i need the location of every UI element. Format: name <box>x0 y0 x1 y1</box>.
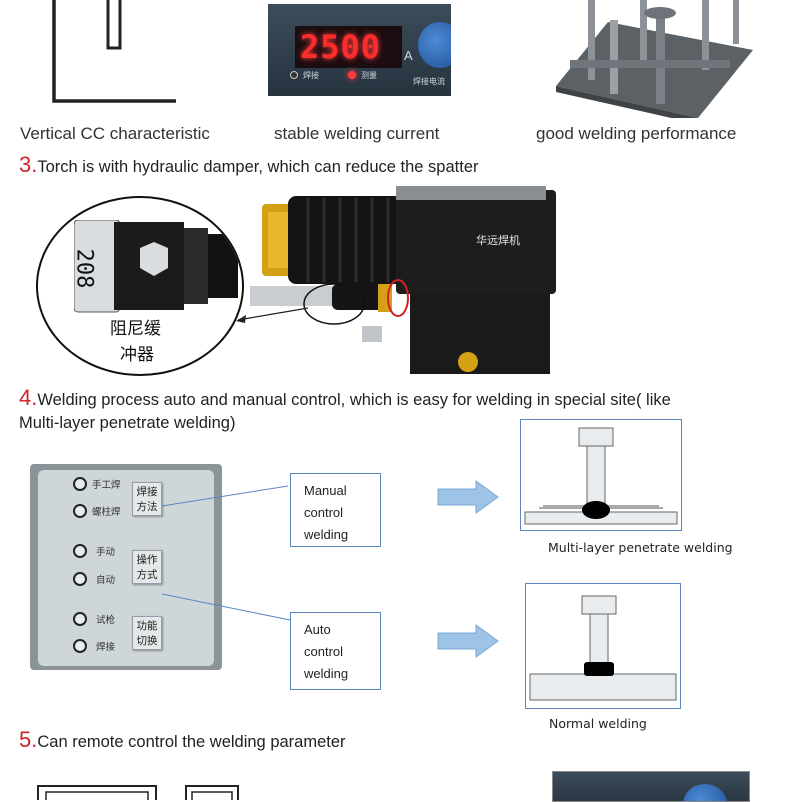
button-label: 操作 <box>136 554 158 566</box>
arrow-right-icon <box>437 480 499 514</box>
multi-layer-weld-diagram <box>520 419 682 531</box>
manual-box-line: welding <box>304 527 349 542</box>
section-5-heading: 5.Can remote control the welding paramet… <box>19 728 346 754</box>
led-stud-weld[interactable] <box>73 504 87 518</box>
manual-box-line: control <box>304 505 344 520</box>
led-auto[interactable] <box>73 572 87 586</box>
led-label: 焊接 <box>96 642 116 653</box>
section-3-number: 3. <box>19 152 38 177</box>
button-label: 功能 <box>136 620 158 632</box>
current-display-panel: 2500 A 焊接 测量 焊接电流 <box>268 4 451 96</box>
led-manual[interactable] <box>73 544 87 558</box>
cc-characteristic-graph <box>52 0 176 103</box>
indicator-led <box>290 71 298 79</box>
welding-fixture-image <box>556 0 753 118</box>
indicator-label: 焊接 <box>303 71 319 80</box>
led-label: 螺柱焊 <box>92 507 121 518</box>
led-test-gun[interactable] <box>73 612 87 626</box>
led-weld[interactable] <box>73 639 87 653</box>
caption-current: stable welding current <box>274 124 440 143</box>
section-4-number: 4. <box>19 385 38 410</box>
weld-method-button[interactable]: 焊接 方法 <box>132 482 162 516</box>
normal-weld-diagram <box>525 583 681 709</box>
section-4-text-line2: Multi-layer penetrate welding) <box>19 414 236 432</box>
led-display <box>295 26 402 68</box>
indicator-led-lit <box>348 71 356 79</box>
button-label: 切换 <box>136 635 158 647</box>
damper-label-line2: 冲器 <box>120 345 154 365</box>
callout-line <box>236 307 309 323</box>
section-5-number: 5. <box>19 727 38 752</box>
display-unit: A <box>404 48 413 63</box>
welding-torch-image: 华远焊机 <box>250 186 556 374</box>
led-label: 自动 <box>96 575 116 586</box>
section-4-text-line1: Welding process auto and manual control,… <box>37 391 671 409</box>
auto-box-line: Auto <box>304 622 331 637</box>
caption-multi-layer: Multi-layer penetrate welding <box>548 540 733 555</box>
indicator-label: 测量 <box>361 71 377 80</box>
led-label: 手工焊 <box>92 480 121 491</box>
normal-weld-image <box>529 595 677 701</box>
torch-brand-text: 华远焊机 <box>476 233 520 247</box>
remote-panel-image <box>552 771 750 802</box>
caption-cc: Vertical CC characteristic <box>20 124 210 143</box>
section-4-heading: 4.Welding process auto and manual contro… <box>19 386 671 435</box>
damper-label-line1: 阻尼缓 <box>110 319 161 339</box>
connector-lines <box>161 485 291 621</box>
display-value: 2500 <box>300 28 382 66</box>
auto-control-box: Auto control welding <box>290 612 381 690</box>
led-label: 试枪 <box>96 615 116 626</box>
section-5-text: Can remote control the welding parameter <box>37 733 346 751</box>
arrow-right-icon <box>437 624 499 658</box>
remote-control-diagram <box>37 785 239 800</box>
caption-normal: Normal welding <box>549 716 647 731</box>
auto-box-line: welding <box>304 666 349 681</box>
damper-image <box>74 220 238 313</box>
caption-performance: good welding performance <box>536 124 737 143</box>
manual-box-line: Manual <box>304 483 347 498</box>
remote-knob <box>683 784 727 801</box>
led-manual-weld[interactable] <box>73 477 87 491</box>
function-switch-button[interactable]: 功能 切换 <box>132 616 162 650</box>
button-label: 焊接 <box>136 486 158 498</box>
damper-number: 208 <box>71 248 97 289</box>
control-panel: 手工焊 螺柱焊 手动 自动 试枪 焊接 焊接 方法 操作 方式 功能 切换 <box>30 464 222 670</box>
multi-layer-weld-image <box>524 427 678 525</box>
manual-control-box: Manual control welding <box>290 473 381 547</box>
auto-box-line: control <box>304 644 344 659</box>
button-label: 方式 <box>136 569 158 581</box>
section-3-text: Torch is with hydraulic damper, which ca… <box>37 158 479 176</box>
led-label: 手动 <box>96 547 116 558</box>
current-knob <box>418 22 451 68</box>
current-label: 焊接电流 <box>413 77 445 86</box>
section-3-heading: 3.Torch is with hydraulic damper, which … <box>19 153 479 179</box>
button-label: 方法 <box>136 501 158 513</box>
operation-mode-button[interactable]: 操作 方式 <box>132 550 162 584</box>
damper-closeup: 208 阻尼缓 冲器 <box>36 196 244 376</box>
